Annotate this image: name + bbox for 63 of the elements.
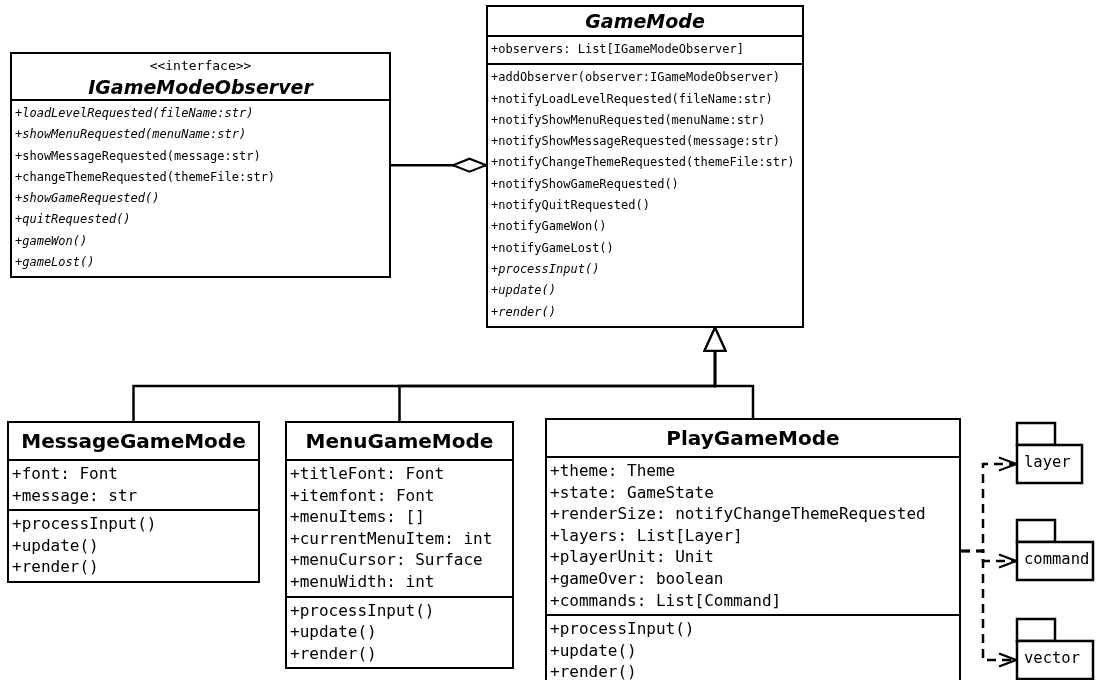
stereotype-label: <<interface>>: [148, 57, 253, 75]
attribute-text: +menuItems: []: [290, 506, 426, 528]
package-name: layer: [1024, 453, 1071, 471]
aggregation-line: [391, 157, 488, 173]
method-text: +processInput(): [290, 599, 436, 622]
method-text: +gameWon(): [15, 232, 89, 250]
method-text: +notifyLoadLevelRequested(fileName:str): [491, 90, 774, 108]
class-name: MenuGameMode: [304, 428, 495, 455]
method-text: +processInput(): [12, 513, 158, 535]
attribute-text: +theme: Theme: [550, 460, 677, 482]
method-text: +render(): [290, 642, 378, 665]
attribute-text: +titleFont: Font: [290, 463, 446, 485]
method-text: +showMessageRequested(message:str): [15, 147, 262, 165]
method-text: +notifyShowMenuRequested(menuName:str): [491, 111, 767, 129]
method-text: +update(): [290, 621, 378, 643]
class-box: [7, 421, 260, 583]
attribute-text: +renderSize: notifyChangeThemeRequested: [550, 503, 927, 525]
method-text: +addObserver(observer:IGameModeObserver): [491, 69, 781, 87]
method-text: +showGameRequested(): [15, 190, 161, 208]
attribute-text: +state: GameState: [550, 481, 715, 504]
class-name: IGameModeObserver: [87, 75, 315, 99]
method-text: +update(): [491, 282, 558, 300]
method-text: +notifyGameWon(): [491, 218, 608, 236]
method-text: +update(): [12, 534, 100, 557]
method-text: +render(): [550, 661, 638, 680]
method-text: +loadLevelRequested(fileName:str): [15, 105, 255, 122]
package-name: vector: [1024, 649, 1080, 667]
attribute-text: +layers: List[Layer]: [550, 524, 744, 547]
method-text: +changeThemeRequested(themeFile:str): [15, 168, 277, 186]
class-name: PlayGameMode: [665, 425, 841, 452]
method-text: +notifyChangeThemeRequested(themeFile:str): [491, 154, 796, 172]
class-box: [10, 52, 391, 279]
class-name: MessageGameMode: [20, 428, 247, 455]
method-text: +quitRequested(): [15, 211, 132, 229]
class-box: [486, 5, 804, 328]
method-text: +render(): [491, 303, 558, 321]
dependency-arrow: [961, 549, 1018, 668]
attribute-text: +observers: List[IGameModeObserver]: [491, 41, 745, 58]
attribute-text: +message: str: [12, 484, 139, 507]
class-name: GameMode: [584, 9, 706, 34]
method-text: +processInput(): [550, 618, 696, 640]
attribute-text: +menuWidth: int: [290, 570, 436, 593]
method-text: +processInput(): [491, 260, 601, 278]
attribute-text: +menuCursor: Surface: [290, 549, 484, 571]
class-box: [545, 418, 961, 680]
attribute-text: +commands: List[Command]: [550, 589, 783, 612]
attribute-text: +currentMenuItem: int: [290, 527, 494, 550]
method-text: +gameLost(): [15, 254, 96, 272]
method-text: +update(): [550, 639, 638, 662]
method-text: +notifyShowGameRequested(): [491, 175, 680, 193]
attribute-text: +itemfont: Font: [290, 484, 436, 507]
method-text: +notifyShowMessageRequested(message:str): [491, 133, 781, 151]
method-text: +notifyGameLost(): [491, 239, 615, 257]
attribute-text: +gameOver: boolean: [550, 567, 725, 590]
attribute-text: +playerUnit: Unit: [550, 546, 715, 568]
method-text: +showMenuRequested(menuName:str): [15, 126, 248, 144]
attribute-text: +font: Font: [12, 463, 119, 485]
class-box: [285, 421, 514, 670]
generalization-arrow: [703, 326, 755, 418]
method-list: [547, 614, 959, 680]
method-text: +render(): [12, 556, 100, 578]
package-name: command: [1024, 550, 1090, 568]
method-text: +notifyQuitRequested(): [491, 197, 651, 215]
